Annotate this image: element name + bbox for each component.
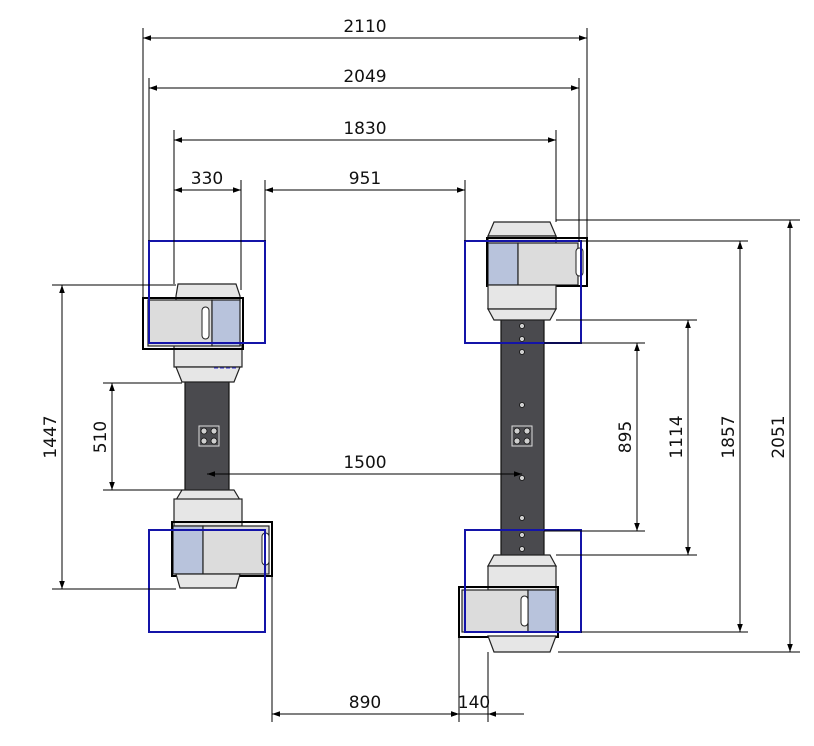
dim-label-2049: 2049: [343, 67, 386, 87]
right-upper-carriage: [486, 221, 588, 321]
extension-lines: [52, 28, 800, 722]
right-post-holes: [519, 323, 525, 552]
dim-label-510: 510: [91, 421, 111, 453]
dim-label-1447: 1447: [41, 415, 61, 458]
dim-label-1857: 1857: [719, 415, 739, 458]
right-post-connector-icon: [511, 425, 533, 447]
pad-outline-left-bottom: [148, 529, 266, 633]
dim-label-1114: 1114: [667, 415, 687, 458]
right-lower-carriage: [458, 554, 559, 653]
pad-outline-right-top: [464, 240, 582, 344]
dim-label-895: 895: [616, 421, 636, 453]
dim-label-1500: 1500: [343, 453, 386, 473]
lift-pad-outlines: [148, 240, 582, 633]
dim-label-1830: 1830: [343, 119, 386, 139]
pad-outline-right-bottom: [464, 529, 582, 633]
dim-label-890: 890: [349, 693, 381, 713]
dim-label-140: 140: [458, 693, 490, 713]
left-lower-carriage: [171, 489, 273, 589]
dim-label-951: 951: [349, 169, 381, 189]
dim-label-330: 330: [191, 169, 223, 189]
right-post-assembly: [458, 221, 588, 653]
dimension-labels: 2110 2049 1830 330 951 1447 510 1500 895…: [41, 17, 789, 713]
left-post-assembly: [142, 283, 273, 589]
dim-label-2110: 2110: [343, 17, 386, 37]
left-post-connector-icon: [198, 425, 220, 447]
left-upper-carriage: [142, 283, 244, 383]
pad-outline-left-top: [148, 240, 266, 344]
dim-label-2051: 2051: [769, 415, 789, 458]
dimension-lines: [59, 35, 793, 717]
